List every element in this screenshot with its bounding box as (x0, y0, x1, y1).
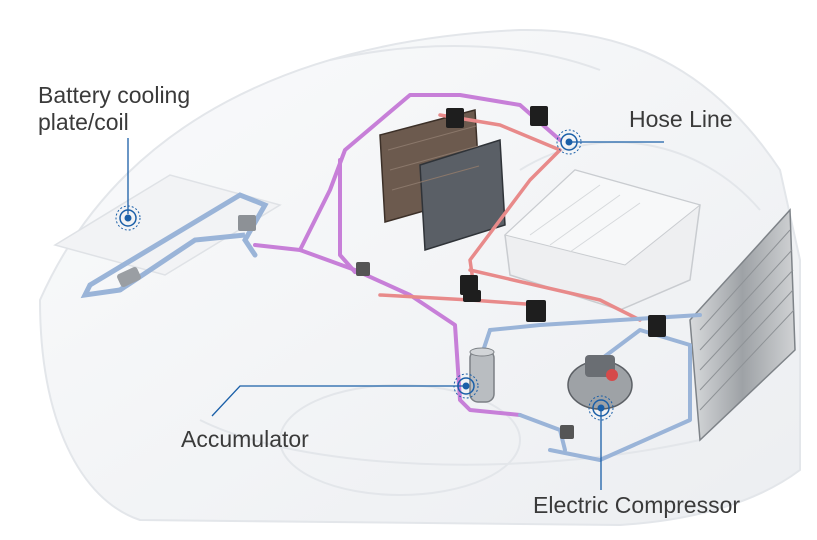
electric-compressor-label: Electric Compressor (533, 492, 741, 518)
hose-lines (253, 93, 702, 462)
target-marker-icon (115, 205, 141, 231)
accumulator-component (469, 347, 495, 403)
battery-cooling-label-line1: Battery cooling (38, 82, 191, 108)
valve-blocks (356, 106, 666, 439)
heat-exchanger-cores (379, 109, 506, 252)
hose-line-label: Hose Line (629, 106, 733, 132)
condenser (689, 208, 796, 442)
battery-cooling-plate (53, 174, 282, 299)
target-marker-icon (453, 373, 479, 399)
battery-cooling-label: Battery cooling plate/coil (38, 82, 190, 136)
power-electronics-unit (503, 169, 702, 311)
target-marker-icon (588, 395, 614, 421)
target-marker-icon (556, 129, 582, 155)
battery-cooling-label-line2: plate/coil (38, 109, 129, 135)
accumulator-label: Accumulator (181, 426, 309, 452)
callout-leaders (127, 138, 664, 490)
